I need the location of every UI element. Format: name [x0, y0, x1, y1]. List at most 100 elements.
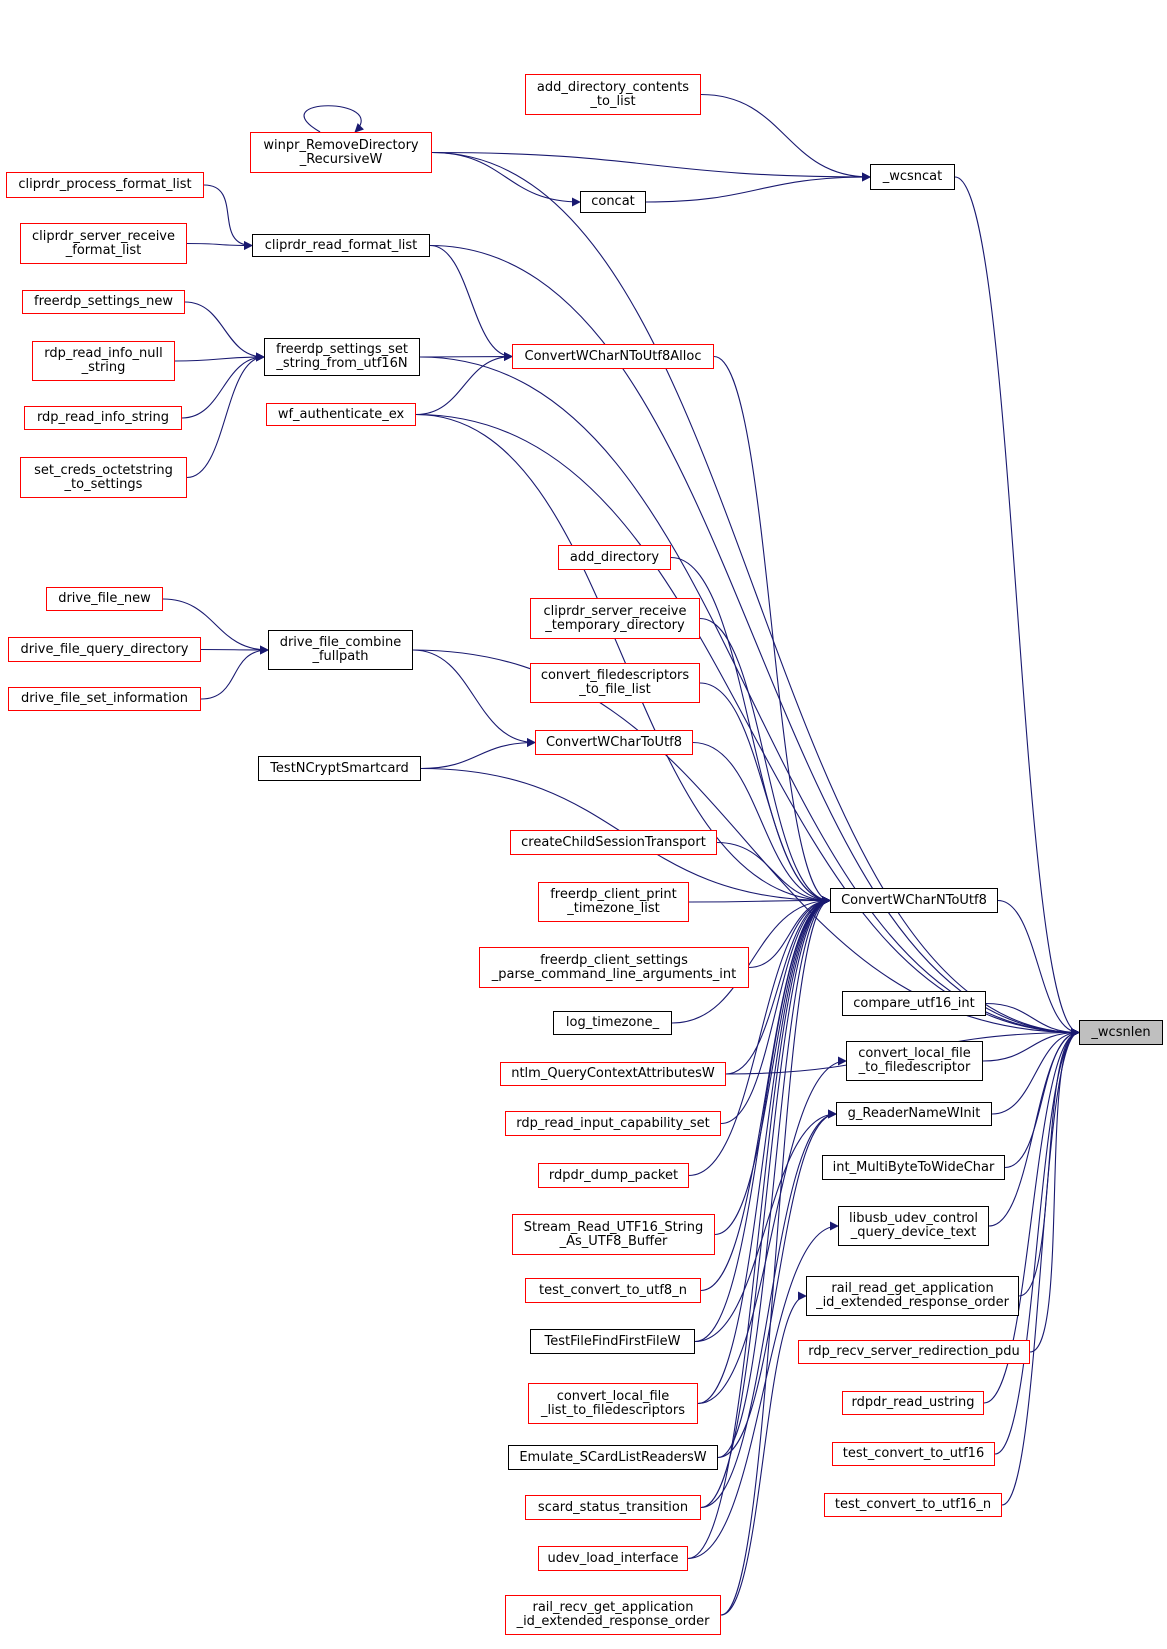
node-freerdp-client-print-timezone-list[interactable]: freerdp_client_print _timezone_list — [538, 882, 689, 922]
node-rdp-read-info-string[interactable]: rdp_read_info_string — [24, 406, 182, 430]
node-cliprdr-server-receive-format-list[interactable]: cliprdr_server_receive _format_list — [20, 223, 187, 264]
edge-convert-wchar-nto-utf8-alloc-to-convert-wchar-nto-utf8 — [713, 355, 831, 905]
node-freerdp-settings-new[interactable]: freerdp_settings_new — [22, 290, 185, 314]
edge-wf-authenticate-ex-to-convert-wchar-nto-utf8-alloc — [415, 352, 513, 416]
edge-wcsncat-to-wcsnlen — [954, 176, 1080, 1037]
edge-winpr-remove-directory-recursive-w-to-winpr-remove-directory-recursive-w — [303, 105, 365, 133]
edge-test-convert-to-utf16-n-to-wcsnlen — [1001, 1028, 1080, 1506]
node-drive-file-new[interactable]: drive_file_new — [46, 587, 163, 611]
node-add-directory-contents-to-list[interactable]: add_directory_contents _to_list — [525, 74, 701, 115]
node-convert-filedescriptors-to-file-list[interactable]: convert_filedescriptors _to_file_list — [530, 663, 700, 703]
edge-emulate-scard-list-readers-w-to-convert-wchar-nto-utf8 — [717, 896, 831, 1459]
edge-concat-to-wcsncat — [645, 172, 871, 203]
edge-libusb-udev-control-query-device-text-to-wcsnlen — [988, 1028, 1080, 1227]
node-drive-file-query-directory[interactable]: drive_file_query_directory — [8, 637, 201, 662]
node-freerdp-settings-set-string-from-utf16-n[interactable]: freerdp_settings_set _string_from_utf16N — [264, 338, 420, 376]
edge-cliprdr-read-format-list-to-convert-wchar-nto-utf8-alloc — [429, 244, 513, 361]
node-cliprdr-server-receive-temporary-directory[interactable]: cliprdr_server_receive _temporary_direct… — [530, 598, 700, 639]
node-scard-status-transition[interactable]: scard_status_transition — [525, 1495, 701, 1520]
edge-wf-authenticate-ex-to-convert-wchar-nto-utf8 — [415, 413, 831, 905]
node-rdpdr-dump-packet[interactable]: rdpdr_dump_packet — [538, 1163, 689, 1188]
node-winpr-remove-directory-recursive-w[interactable]: winpr_RemoveDirectory _RecursiveW — [250, 132, 432, 173]
node-wf-authenticate-ex[interactable]: wf_authenticate_ex — [266, 403, 416, 426]
node-convert-wchar-to-utf8[interactable]: ConvertWCharToUtf8 — [535, 730, 693, 755]
edge-add-directory-contents-to-list-to-wcsncat — [700, 93, 871, 182]
node-convert-local-file-list-to-filedescriptors[interactable]: convert_local_file _list_to_filedescript… — [528, 1383, 698, 1424]
edge-udev-load-interface-to-convert-wchar-nto-utf8 — [687, 896, 831, 1560]
node-log-timezone[interactable]: log_timezone_ — [553, 1011, 672, 1035]
edge-udev-load-interface-to-libusb-udev-control-query-device-text — [687, 1221, 839, 1560]
edge-compare-utf16-int-to-wcsnlen — [985, 1002, 1080, 1037]
node-convert-wchar-nto-utf8-alloc[interactable]: ConvertWCharNToUtf8Alloc — [512, 344, 714, 369]
edge-drive-file-new-to-drive-file-combine-fullpath — [162, 598, 269, 655]
node-udev-load-interface[interactable]: udev_load_interface — [538, 1546, 688, 1571]
node-cliprdr-read-format-list[interactable]: cliprdr_read_format_list — [252, 234, 430, 257]
edge-convert-local-file-list-to-filedescriptors-to-convert-local-file-to-filedescriptor — [697, 1056, 847, 1405]
node-rail-read-get-application-id-extended-response-order[interactable]: rail_read_get_application _id_extended_r… — [806, 1276, 1019, 1316]
edge-drive-file-query-directory-to-drive-file-combine-fullpath — [200, 645, 269, 655]
node-int-multi-byte-to-wide-char[interactable]: int_MultiByteToWideChar — [822, 1155, 1005, 1180]
edge-test-convert-to-utf16-to-wcsnlen — [994, 1028, 1080, 1455]
node-drive-file-combine-fullpath[interactable]: drive_file_combine _fullpath — [268, 630, 413, 670]
edge-emulate-scard-list-readers-w-to-g-reader-name-winit — [717, 1109, 837, 1459]
node-add-directory[interactable]: add_directory — [558, 545, 671, 570]
edge-cliprdr-server-receive-format-list-to-cliprdr-read-format-list — [186, 240, 253, 250]
edge-winpr-remove-directory-recursive-w-to-concat — [431, 151, 581, 207]
node-wcsncat[interactable]: _wcsncat — [870, 164, 955, 190]
node-freerdp-client-settings-parse-command-line-arguments-int[interactable]: freerdp_client_settings _parse_command_l… — [479, 947, 749, 988]
edge-convert-wchar-nto-utf8-to-wcsnlen — [997, 899, 1080, 1037]
edge-freerdp-client-print-timezone-list-to-convert-wchar-nto-utf8 — [688, 896, 831, 906]
node-concat[interactable]: concat — [580, 191, 646, 213]
edge-winpr-remove-directory-recursive-w-to-wcsnlen — [431, 151, 1080, 1037]
edge-create-child-session-transport-to-convert-wchar-nto-utf8 — [716, 841, 831, 905]
node-stream-read-utf16-string-as-utf8-buffer[interactable]: Stream_Read_UTF16_String _As_UTF8_Buffer — [512, 1214, 715, 1255]
node-g-reader-name-winit[interactable]: g_ReaderNameWInit — [836, 1102, 992, 1126]
node-test-convert-to-utf16[interactable]: test_convert_to_utf16 — [832, 1442, 995, 1466]
edge-g-reader-name-winit-to-wcsnlen — [991, 1028, 1080, 1115]
edge-drive-file-combine-fullpath-to-convert-wchar-to-utf8 — [412, 649, 536, 747]
edge-rdpdr-read-ustring-to-wcsnlen — [983, 1028, 1080, 1404]
node-convert-local-file-to-filedescriptor[interactable]: convert_local_file _to_filedescriptor — [846, 1041, 983, 1081]
node-rdp-read-input-capability-set[interactable]: rdp_read_input_capability_set — [505, 1111, 721, 1136]
edge-convert-local-file-to-filedescriptor-to-wcsnlen — [982, 1028, 1080, 1062]
edge-cliprdr-read-format-list-to-wcsnlen — [429, 244, 1080, 1037]
node-test-convert-to-utf8-n[interactable]: test_convert_to_utf8_n — [525, 1278, 701, 1303]
edge-cliprdr-process-format-list-to-cliprdr-read-format-list — [203, 184, 253, 250]
edge-freerdp-settings-new-to-freerdp-settings-set-string-from-utf16-n — [184, 301, 265, 362]
node-rdp-recv-server-redirection-pdu[interactable]: rdp_recv_server_redirection_pdu — [798, 1340, 1030, 1364]
edge-rdp-read-info-string-to-freerdp-settings-set-string-from-utf16-n — [181, 352, 265, 419]
node-libusb-udev-control-query-device-text[interactable]: libusb_udev_control _query_device_text — [838, 1206, 989, 1246]
node-wcsnlen: _wcsnlen — [1079, 1020, 1163, 1045]
edge-test-ncrypt-smartcard-to-convert-wchar-to-utf8 — [420, 738, 536, 770]
node-compare-utf16-int[interactable]: compare_utf16_int — [842, 991, 986, 1016]
node-cliprdr-process-format-list[interactable]: cliprdr_process_format_list — [6, 172, 204, 198]
edge-rdpdr-dump-packet-to-convert-wchar-nto-utf8 — [688, 896, 831, 1177]
node-test-ncrypt-smartcard[interactable]: TestNCryptSmartcard — [258, 756, 421, 781]
edge-convert-wchar-to-utf8-to-convert-wchar-nto-utf8 — [692, 741, 831, 905]
edge-rdp-read-info-null-string-to-freerdp-settings-set-string-from-utf16-n — [174, 352, 265, 362]
edge-convert-filedescriptors-to-file-list-to-convert-wchar-nto-utf8 — [699, 682, 831, 905]
edge-test-file-find-first-file-w-to-g-reader-name-winit — [694, 1109, 837, 1343]
edge-drive-file-set-information-to-drive-file-combine-fullpath — [200, 645, 269, 700]
node-rdp-read-info-null-string[interactable]: rdp_read_info_null _string — [32, 341, 175, 381]
node-create-child-session-transport[interactable]: createChildSessionTransport — [510, 830, 717, 855]
edge-rail-recv-get-application-id-extended-response-order-to-convert-wchar-nto-utf8 — [720, 896, 831, 1616]
edge-scard-status-transition-to-convert-wchar-nto-utf8 — [700, 896, 831, 1509]
node-drive-file-set-information[interactable]: drive_file_set_information — [8, 687, 201, 711]
edge-ntlm-query-context-attributes-w-to-convert-wchar-nto-utf8 — [725, 896, 831, 1075]
edge-scard-status-transition-to-g-reader-name-winit — [700, 1109, 837, 1509]
node-ntlm-query-context-attributes-w[interactable]: ntlm_QueryContextAttributesW — [500, 1062, 726, 1086]
edge-cliprdr-server-receive-temporary-directory-to-convert-wchar-nto-utf8 — [699, 617, 831, 905]
node-rail-recv-get-application-id-extended-response-order[interactable]: rail_recv_get_application _id_extended_r… — [505, 1595, 721, 1635]
edge-rail-recv-get-application-id-extended-response-order-to-rail-read-get-application-id-extended-response-order — [720, 1291, 807, 1616]
edge-winpr-remove-directory-recursive-w-to-wcsncat — [431, 151, 871, 182]
node-convert-wchar-nto-utf8[interactable]: ConvertWCharNToUtf8 — [830, 888, 998, 913]
node-emulate-scard-list-readers-w[interactable]: Emulate_SCardListReadersW — [508, 1445, 718, 1470]
edge-convert-local-file-list-to-filedescriptors-to-convert-wchar-nto-utf8 — [697, 896, 831, 1405]
edge-set-creds-octetstring-to-settings-to-freerdp-settings-set-string-from-utf16-n — [186, 352, 265, 479]
node-set-creds-octetstring-to-settings[interactable]: set_creds_octetstring _to_settings — [20, 457, 187, 498]
node-test-convert-to-utf16-n[interactable]: test_convert_to_utf16_n — [824, 1493, 1002, 1517]
node-test-file-find-first-file-w[interactable]: TestFileFindFirstFileW — [530, 1329, 695, 1354]
node-rdpdr-read-ustring[interactable]: rdpdr_read_ustring — [842, 1391, 984, 1415]
